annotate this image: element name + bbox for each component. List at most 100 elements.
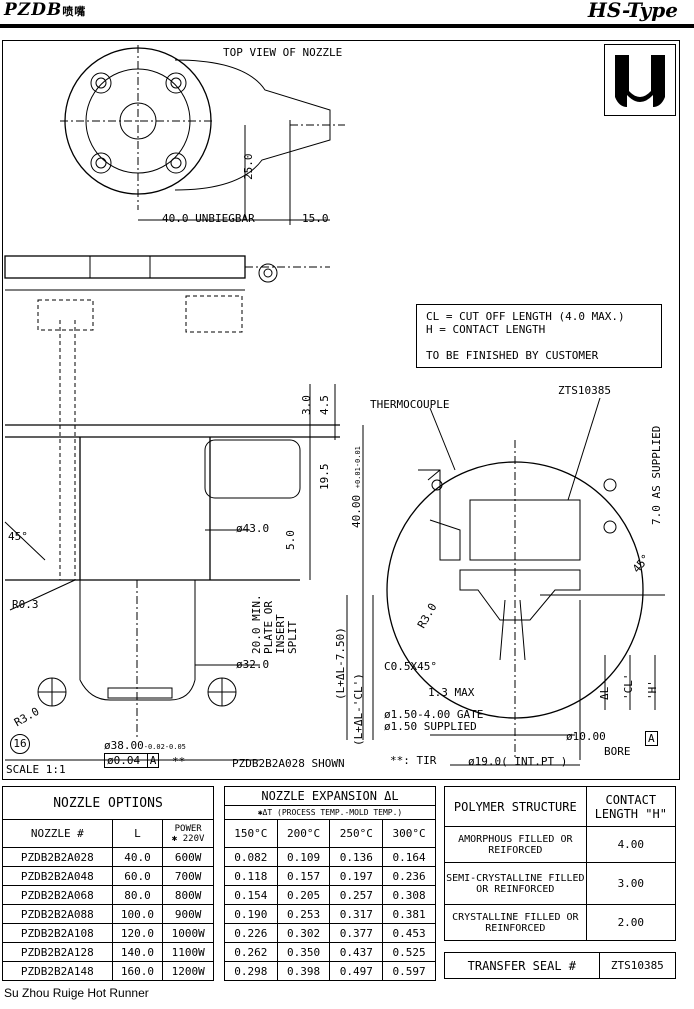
- length-value: 140.0: [111, 942, 164, 962]
- concentricity-frame: ø0.04 A: [104, 753, 160, 768]
- nozzle-number: PZDB2B2A148: [2, 961, 113, 981]
- expansion-value: 0.164: [382, 847, 436, 867]
- length-value: 120.0: [111, 923, 164, 943]
- dim-19-5: 19.5: [318, 463, 331, 491]
- expansion-value: 0.253: [276, 904, 331, 924]
- expansion-value: 0.317: [329, 904, 384, 924]
- contact-header: CONTACT LENGTH "H": [585, 786, 677, 827]
- note-finish: TO BE FINISHED BY CUSTOMER: [426, 349, 599, 362]
- contact-row-2: 3.00: [585, 862, 677, 905]
- expansion-value: 0.190: [224, 904, 278, 924]
- temp-header: 250°C: [329, 819, 384, 848]
- top-view-label: TOP VIEW OF NOZZLE: [223, 46, 343, 59]
- expansion-value: 0.497: [329, 961, 384, 981]
- dim-38: ø38.00-0.02-0.05: [104, 739, 186, 752]
- technical-drawing: [4, 45, 665, 766]
- col-nozzle: NOZZLE #: [2, 819, 113, 848]
- drawing-frame: [2, 40, 680, 780]
- expansion-subtitle-b: (PROCESS TEMP.-MOLD TEMP.): [277, 808, 403, 817]
- polymer-table: POLYMER STRUCTURE CONTACT LENGTH "H" AMO…: [444, 786, 677, 941]
- r03-label: R0.3: [12, 598, 39, 611]
- expansion-subtitle: ✱ΔT (PROCESS TEMP.-MOLD TEMP.): [224, 805, 436, 820]
- zts-label: ZTS10385: [558, 384, 611, 397]
- datum-a: A: [645, 731, 658, 746]
- dim-15: 15.0: [302, 212, 329, 225]
- length-value: 160.0: [111, 961, 164, 981]
- power-value: 600W: [162, 847, 214, 867]
- nozzle-number: PZDB2B2A028: [2, 847, 113, 867]
- expansion-value: 0.109: [276, 847, 331, 867]
- cl-label: 'CL': [622, 673, 635, 701]
- dim-40-tol-dn: -0.01: [354, 446, 362, 468]
- col-power-label: POWER: [174, 823, 202, 834]
- nozzle-number: PZDB2B2A088: [2, 904, 113, 924]
- header-rule: [0, 24, 694, 28]
- dim-3: 3.0: [300, 395, 313, 415]
- power-value: 900W: [162, 904, 214, 924]
- l-dl-cl: (L+ΔL-'CL'): [352, 673, 365, 746]
- nozzle-number: PZDB2B2A128: [2, 942, 113, 962]
- concentricity-ref: A: [146, 754, 157, 767]
- dim-38-tol-dn: -0.05: [164, 743, 186, 751]
- dim-38-tol-up: -0.02: [143, 743, 165, 751]
- polymer-header: POLYMER STRUCTURE: [444, 786, 587, 827]
- brand-title: PZDB喷嘴: [4, 0, 86, 20]
- c05-label: C0.5X45°: [384, 660, 437, 673]
- expansion-value: 0.381: [382, 904, 436, 924]
- temp-header: 200°C: [276, 819, 331, 848]
- col-l: L: [111, 819, 164, 848]
- scale-label: SCALE 1:1: [6, 763, 66, 776]
- expansion-value: 0.398: [276, 961, 331, 981]
- transfer-seal-value: ZTS10385: [598, 952, 677, 979]
- footer-company: Su Zhou Ruige Hot Runner: [4, 986, 149, 1000]
- power-value: 1200W: [162, 961, 214, 981]
- dim-7-as-supplied: 7.0 AS SUPPLIED: [650, 425, 663, 525]
- brand-name: PZDB: [4, 0, 63, 20]
- type-title: HS-Type: [587, 0, 678, 22]
- dim-10: ø10.00: [566, 730, 606, 743]
- dim-40-tol: 40.00 +0.01-0.01: [350, 446, 363, 528]
- dim-38-value: ø38.00: [104, 739, 144, 752]
- nozzle-number: PZDB2B2A048: [2, 866, 113, 886]
- expansion-value: 0.205: [276, 885, 331, 905]
- concentricity-stars: **: [172, 755, 186, 768]
- expansion-value: 0.350: [276, 942, 331, 962]
- min-plate-4: SPLIT: [286, 620, 299, 654]
- expansion-table: NOZZLE EXPANSION ΔL ✱ΔT (PROCESS TEMP.-M…: [224, 786, 436, 981]
- expansion-value: 0.236: [382, 866, 436, 886]
- nozzle-number: PZDB2B2A068: [2, 885, 113, 905]
- dim-40-value: 40.00: [350, 494, 363, 528]
- expansion-value: 0.157: [276, 866, 331, 886]
- dim-40-tol-up: +0.01: [354, 467, 362, 489]
- thermocouple-label: THERMOCOUPLE: [370, 398, 450, 411]
- gate-label: ø1.50-4.00 GATE: [384, 708, 484, 721]
- bore-label: BORE: [604, 745, 631, 758]
- expansion-value: 0.197: [329, 866, 384, 886]
- power-value: 800W: [162, 885, 214, 905]
- expansion-value: 0.136: [329, 847, 384, 867]
- h-label: 'H': [646, 680, 659, 700]
- nozzle-number: PZDB2B2A108: [2, 923, 113, 943]
- temp-header: 300°C: [382, 819, 436, 848]
- dim-43: ø43.0: [236, 522, 270, 535]
- note-box: [416, 304, 662, 368]
- dim-40-unbiegbar: 40.0 UNBIEGBAR: [162, 212, 255, 225]
- col-power: POWER✱ 220V: [162, 819, 214, 848]
- transfer-seal-table: TRANSFER SEAL # ZTS10385: [444, 952, 677, 979]
- l-dl-750: (L+ΔL-7.50): [334, 627, 347, 700]
- col-power-volt: ✱ 220V: [171, 833, 205, 844]
- power-value: 1000W: [162, 923, 214, 943]
- expansion-value: 0.302: [276, 923, 331, 943]
- expansion-value: 0.453: [382, 923, 436, 943]
- expansion-value: 0.262: [224, 942, 278, 962]
- concentricity-value: ø0.04: [107, 754, 141, 767]
- callout-16: 16: [10, 734, 30, 754]
- expansion-value: 0.226: [224, 923, 278, 943]
